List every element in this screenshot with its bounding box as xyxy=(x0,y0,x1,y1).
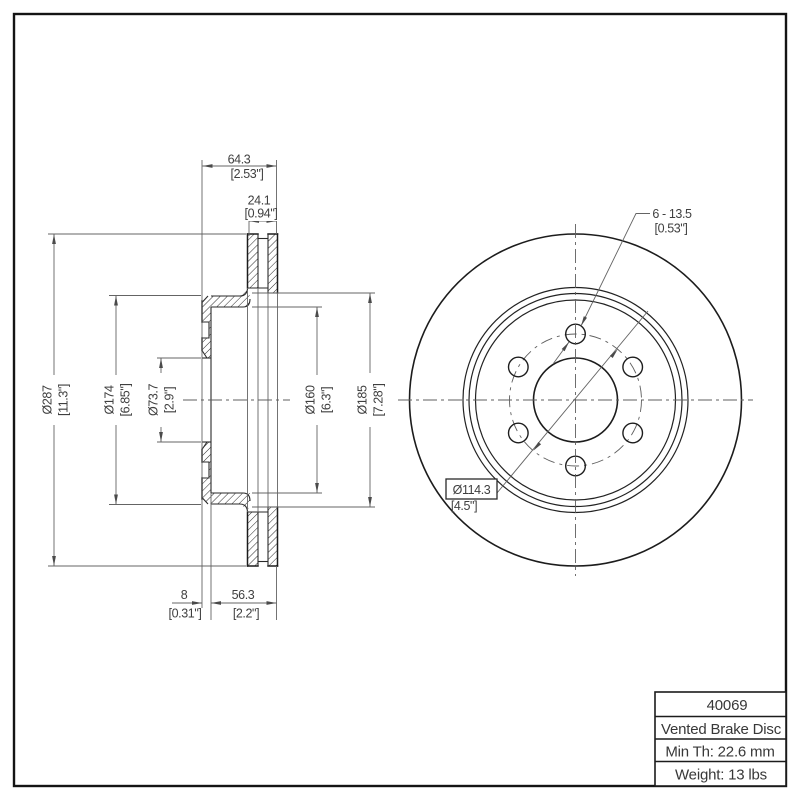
title-block: 40069 Vented Brake Disc Min Th: 22.6 mm … xyxy=(654,691,787,787)
weight: Weight: 13 lbs xyxy=(675,767,767,784)
dim-disc-thickness-mm: 24.1 xyxy=(248,194,271,208)
hat-groove xyxy=(200,321,210,479)
dim-bolt-circle-mm: Ø114.3 xyxy=(453,483,491,497)
min-thickness: Min Th: 22.6 mm xyxy=(665,744,774,761)
dim-hat-depth-mm: 56.3 xyxy=(232,588,255,602)
section-view: 64.3 [2.53"] 24.1 [0.94"] Ø287 [11.3"] Ø… xyxy=(39,153,386,621)
dim-pad-inner-diameter-mm: Ø185 xyxy=(356,385,370,414)
dim-bore-diameter-mm: Ø73.7 xyxy=(147,384,161,416)
section-dimension-texts: 64.3 [2.53"] 24.1 [0.94"] Ø287 [11.3"] Ø… xyxy=(41,153,386,621)
dim-outer-diameter-inch: [11.3"] xyxy=(57,384,71,416)
section-dim-text-backs xyxy=(39,209,385,620)
dim-overall-width-mm: 64.3 xyxy=(228,153,251,167)
part-number: 40069 xyxy=(707,697,748,714)
bolt-circle-label-box xyxy=(445,478,498,500)
dim-hat-depth-inch: [2.2"] xyxy=(233,607,259,621)
drawing-border-frame xyxy=(12,12,788,788)
dim-overall-width-inch: [2.53"] xyxy=(231,167,264,181)
dim-hat-diameter-mm: Ø174 xyxy=(103,385,117,414)
bolt-hole-upper-left xyxy=(507,356,529,378)
dim-hat-inner-diameter-inch: [6.3"] xyxy=(320,387,334,413)
bolt-hole-lower-right xyxy=(622,422,644,444)
bolt-hole-upper-right xyxy=(622,356,644,378)
dim-hat-inner-diameter-mm: Ø160 xyxy=(304,385,318,414)
section-hatch-areas xyxy=(202,234,278,566)
dim-bore-diameter-inch: [2.9"] xyxy=(163,387,177,413)
dim-outer-diameter-mm: Ø287 xyxy=(41,385,55,414)
bolt-hole-lower-left xyxy=(507,422,529,444)
dim-hat-wall-inch: [0.31"] xyxy=(169,607,202,621)
bolt-circle-dimension: Ø114.3 [4.5"] xyxy=(445,310,649,513)
dim-hat-wall-mm: 8 xyxy=(181,588,188,602)
dim-pad-inner-diameter-inch: [7.28"] xyxy=(372,384,386,417)
front-view-centerlines xyxy=(398,224,753,576)
bolt-hole-leader: 6 - 13.5 [0.53"] xyxy=(552,207,692,365)
dim-disc-thickness-inch: [0.94"] xyxy=(245,207,278,221)
dim-hat-diameter-inch: [6.85"] xyxy=(119,384,133,417)
front-view: Ø114.3 [4.5"] 6 - 13.5 [0.53"] xyxy=(398,207,753,576)
dim-bolt-holes-mm: 6 - 13.5 xyxy=(652,207,692,221)
dim-bolt-holes-inch: [0.53"] xyxy=(655,222,688,236)
product-name: Vented Brake Disc xyxy=(661,721,782,738)
dim-bolt-circle-inch: [4.5"] xyxy=(451,499,477,513)
